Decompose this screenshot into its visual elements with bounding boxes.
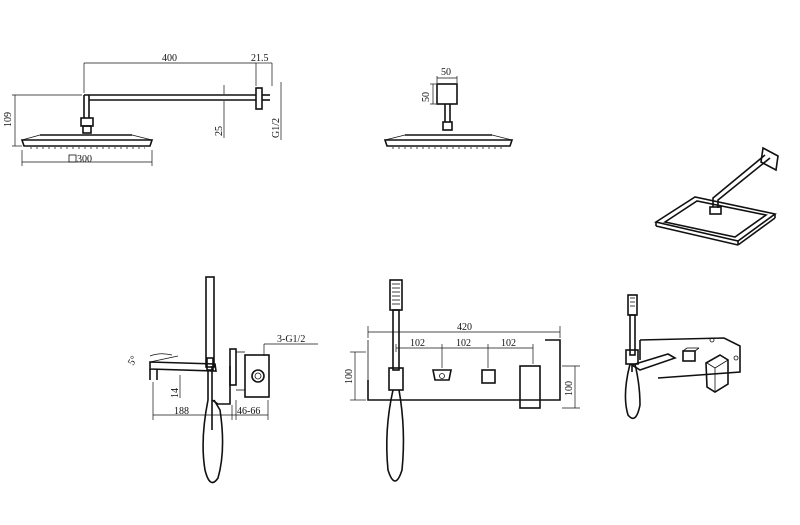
dim-panel-height-left: 100 bbox=[344, 369, 355, 384]
isometric-shower-head bbox=[653, 146, 779, 246]
dim-spout-reach: 188 bbox=[174, 406, 189, 417]
iso-hose bbox=[624, 363, 641, 420]
dim-flange-depth: 21.5 bbox=[251, 53, 269, 64]
iso-head-plate bbox=[653, 196, 777, 242]
wall-flange bbox=[255, 87, 263, 110]
dim-head-size: 300 bbox=[77, 154, 92, 165]
panel-body bbox=[367, 339, 561, 401]
iso-lever bbox=[705, 354, 729, 393]
dim-valve-thread: 3-G1/2 bbox=[277, 334, 305, 345]
ceiling-box-front-view: 50 50 bbox=[383, 67, 514, 149]
bath-spout-side-view: 5° 14 188 46-66 3-G1/2 bbox=[126, 276, 318, 484]
square-button bbox=[481, 369, 496, 384]
shower-head-plate-2 bbox=[383, 139, 514, 147]
ceiling-box bbox=[436, 83, 458, 105]
iso-spout bbox=[630, 353, 677, 371]
dim-panel-height-right: 100 bbox=[564, 381, 575, 396]
panel-front-view: 420 102 102 102 100 100 bbox=[344, 279, 580, 482]
hand-shower bbox=[205, 276, 215, 368]
hand-shower-head bbox=[389, 279, 403, 311]
dim-box-height: 50 bbox=[421, 92, 432, 102]
spout bbox=[149, 361, 217, 372]
arm-body bbox=[83, 94, 256, 118]
square-symbol bbox=[68, 154, 77, 163]
dim-wall-depth: 46-66 bbox=[237, 406, 260, 417]
hose bbox=[202, 370, 224, 484]
mixer-lever bbox=[519, 365, 541, 409]
dim-thread-top: G1/2 bbox=[271, 118, 282, 138]
dim-spacing-1: 102 bbox=[410, 338, 425, 349]
shower-arm-side-view: 400 21.5 109 25 G1/2 300 bbox=[3, 53, 282, 166]
shower-holder bbox=[388, 367, 404, 391]
hose-front bbox=[385, 389, 405, 482]
dim-spout-height: 14 bbox=[170, 388, 181, 398]
iso-panel-body bbox=[639, 337, 741, 379]
dim-panel-width: 420 bbox=[457, 322, 472, 333]
dim-spacing-3: 102 bbox=[501, 338, 516, 349]
dim-spout-angle: 5° bbox=[126, 354, 140, 367]
diverter-handle bbox=[211, 366, 231, 405]
dim-arm-drop: 109 bbox=[3, 112, 14, 127]
dim-arm-length: 400 bbox=[162, 53, 177, 64]
valve-port bbox=[251, 369, 265, 383]
iso-arm bbox=[712, 154, 771, 208]
iso-button bbox=[682, 350, 696, 362]
arm-connector bbox=[80, 117, 94, 127]
dim-spacing-2: 102 bbox=[456, 338, 471, 349]
dim-arm-diameter: 25 bbox=[214, 126, 225, 136]
outlet-control bbox=[432, 369, 452, 381]
valve-box bbox=[244, 354, 270, 398]
isometric-panel bbox=[624, 294, 741, 420]
iso-flange bbox=[760, 146, 779, 172]
shower-head-plate bbox=[20, 139, 154, 147]
dim-box-width: 50 bbox=[441, 67, 451, 78]
